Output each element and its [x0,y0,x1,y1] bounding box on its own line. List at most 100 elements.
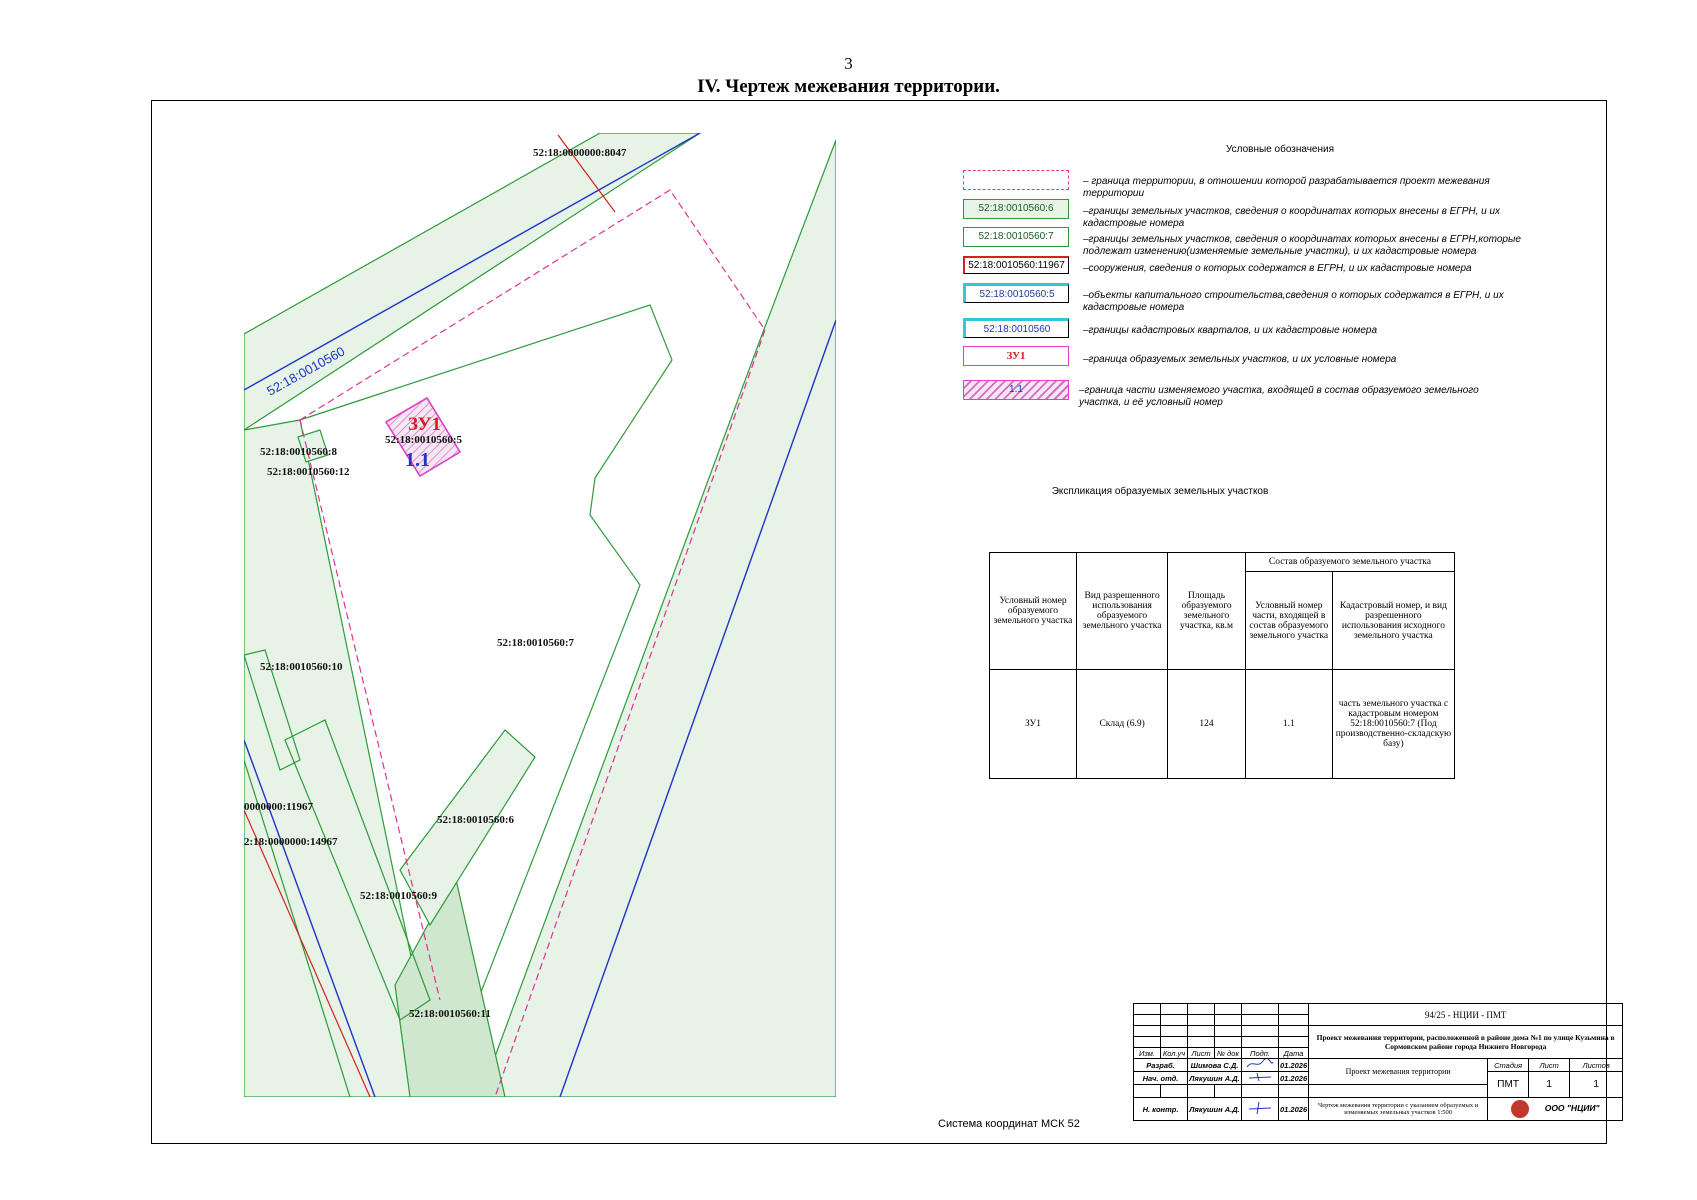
parcel-label-11: 52:18:0010560:11 [409,1008,491,1020]
explication-cell: ЗУ1 [989,669,1077,779]
structure-line-north [557,134,616,213]
coordinate-system-note: Система координат МСК 52 [938,1118,1080,1130]
explication-title: Экспликация образуемых земельных участко… [1051,486,1269,497]
table-row: ЗУ1 Склад (6.9) 124 1.1 часть земельного… [989,669,1456,779]
quarter-boundary-line-east [559,319,836,1097]
parcels-layer [244,133,836,1097]
drawing-frame [151,100,1607,1144]
doc-name: Проект межевания территории [1308,1058,1489,1085]
sheet-header: Стадия [1487,1058,1530,1072]
stamp-col-header: Изм. [1133,1047,1161,1059]
page-title: IV. Чертеж межевания территории. [697,76,1000,97]
legend-symbol-part: 1.1 [963,380,1069,400]
signature [1241,1097,1279,1121]
legend-text-changed-parcel: –границы земельных участков, сведения о … [1083,234,1521,257]
explication-cell: 1.1 [1244,669,1333,779]
legend-symbol-territory [963,170,1069,190]
part-label: 1.1 [405,449,430,471]
parcel-west-edge [244,759,351,1097]
quarter-boundary-layer [244,133,836,1097]
company-name: ООО "НЦИИ" [1544,1102,1600,1113]
territory-boundary-west [299,419,441,1001]
explication-header: Вид разрешенного использования образуемо… [1075,552,1169,670]
parcel-8047-shape [244,133,702,431]
legend-symbol-zu: ЗУ1 [963,346,1069,366]
zu1-part-1-1-area [384,396,462,478]
legend-text-part: –граница части изменяемого участка, вход… [1079,385,1479,408]
parcel-label-6: 52:18:0010560:6 [437,814,514,826]
structure-line-west [244,809,371,1097]
explication-header: Условный номер части, входящей в состав … [1244,571,1333,670]
sheet-stage: ПМТ [1487,1071,1530,1098]
legend-symbol-building: 52:18:0010560:5 [963,283,1069,303]
legend-symbol-changed-parcel: 52:18:0010560:7 [963,227,1069,247]
parcel-10-shape [244,649,301,771]
stamp-date: 01.2026 [1277,1097,1310,1121]
stamp-role: Нач. отд. [1133,1071,1188,1085]
parcel-label-7: 52:18:0010560:7 [497,637,574,649]
quarter-boundary-line [244,133,701,391]
legend-text-structure: –сооружения, сведения о которых содержат… [1083,263,1472,274]
legend-text-quarter: –границы кадастровых кварталов, и их кад… [1083,325,1378,336]
legend-symbol-quarter: 52:18:0010560 [963,318,1069,338]
explication-table: Условный номер образуемого земельного уч… [989,552,1456,779]
sheet-number: 1 [1528,1071,1571,1098]
stamp-name: Лякушин А.Д. [1187,1097,1242,1121]
parcel-label-5: 52:18:0010560:5 [385,434,462,446]
cadastral-map: 52:18:0000000:8047 52:18:0010560 ЗУ1 52:… [244,133,836,1097]
legend-text-territory: – граница территории, в отношении которо… [1083,176,1490,199]
parcel-label-8047: 52:18:0000000:8047 [533,147,627,159]
sheet-header: Лист [1528,1058,1571,1072]
sheet-title: Чертеж межевания территории с указанием … [1308,1097,1489,1121]
parcel-6-shape [399,729,536,927]
stamp-date: 01.2026 [1277,1058,1310,1072]
explication-cell: Склад (6.9) [1075,669,1169,779]
legend-symbol-structure: 52:18:0010560:11967 [963,256,1069,274]
explication-cell: 124 [1167,669,1246,779]
parcel-label-11967: 0000000:11967 [244,801,314,813]
parcel-west-strip-shape [244,419,441,1097]
legend-symbol-parcel: 52:18:0010560:6 [963,199,1069,219]
sheet-total: 1 [1569,1071,1624,1098]
stamp-role: Разраб. [1133,1058,1188,1072]
stamp-col-header: Дата [1277,1047,1310,1059]
legend-text-building: –объекты капитального строительства,свед… [1083,290,1504,313]
parcel-8-shape [297,429,329,463]
legend-text-parcel: –границы земельных участков, сведения о … [1083,206,1501,229]
company-cell: ООО "НЦИИ" [1487,1097,1624,1121]
territory-boundary-line [299,189,766,1097]
stamp-col-header: Подп. [1241,1047,1279,1059]
stamp-name: Шимова С.Д. [1187,1058,1242,1072]
stamp-col-header: Лист [1187,1047,1215,1059]
explication-header: Площадь образуемого земельного участка, … [1167,552,1246,670]
stamp-date: 01.2026 [1277,1071,1310,1085]
territory-boundary-layer [299,189,766,1097]
title-block: 94/25 - НЦИИ - ПМТ Проект межевания терр… [1133,1003,1624,1121]
parcel-east-strip-shape [479,139,836,1097]
quarter-boundary-line-west [244,739,376,1097]
stamp-name: Лякушин А.Д. [1187,1071,1242,1085]
parcel-9-shape [284,719,431,1021]
parcel-label-12: 52:18:0010560:12 [267,466,350,478]
legend-title: Условные обозначения [1225,144,1335,155]
sheet-header: Листов [1569,1058,1624,1072]
explication-header: Кадастровый номер, и вид разрешенного ис… [1331,571,1456,670]
legend-text-zu: –граница образуемых земельных участков, … [1083,354,1397,365]
structures-layer [244,134,616,1097]
stamp-col-header: № док [1214,1047,1242,1059]
project-name: Проект межевания территории, расположенн… [1308,1025,1624,1059]
signature [1241,1057,1279,1072]
parcel-label-8: 52:18:0010560:8 [260,446,337,458]
explication-group-header: Состав образуемого земельного участка [1244,552,1456,572]
project-code: 94/25 - НЦИИ - ПМТ [1308,1003,1624,1026]
parcel-label-10: 52:18:0010560:10 [260,661,343,673]
company-logo [1510,1100,1529,1118]
explication-cell: часть земельного участка с кадастровым н… [1331,669,1456,779]
parcel-label-14967: 2:18:0000000:14967 [244,836,338,848]
zu1-label: ЗУ1 [408,414,441,435]
stamp-role: Н. контр. [1133,1097,1188,1121]
parcel-label-9: 52:18:0010560:9 [360,890,437,902]
stamp-col-header: Кол.уч [1160,1047,1188,1059]
signature [1241,1071,1279,1085]
explication-header: Условный номер образуемого земельного уч… [989,552,1077,670]
